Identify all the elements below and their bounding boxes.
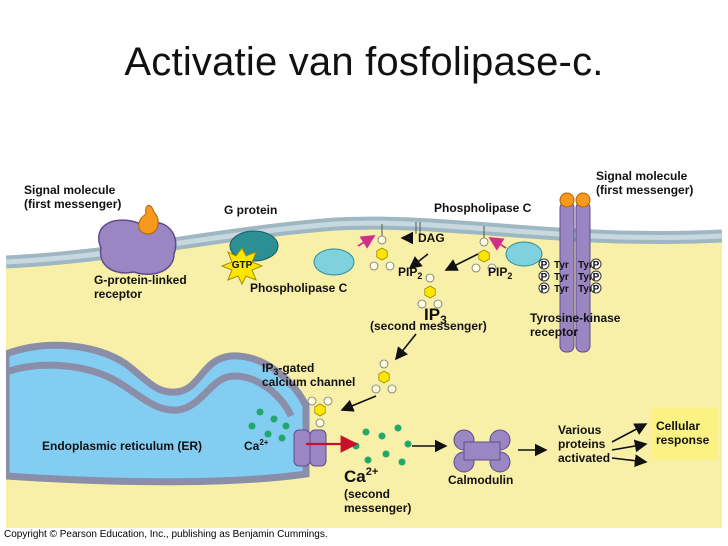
ca-second-label-1: (second <box>344 487 390 501</box>
svg-text:P: P <box>593 284 600 295</box>
various-proteins-label-3: activated <box>558 451 610 465</box>
signal-molecule-left-label: Signal molecule <box>24 183 116 197</box>
svg-text:Tyr: Tyr <box>554 272 569 283</box>
g-protein-receptor-label-2: receptor <box>94 287 142 301</box>
g-protein-label: G protein <box>224 203 277 217</box>
svg-text:Tyr: Tyr <box>578 272 593 283</box>
svg-text:P: P <box>541 260 548 271</box>
cellular-response-label-2: response <box>656 433 710 447</box>
ip3-gated-channel-label: IP3-gated <box>262 361 314 377</box>
various-proteins-label-2: proteins <box>558 437 606 451</box>
copyright-notice: Copyright © Pearson Education, Inc., pub… <box>4 529 328 540</box>
svg-text:Tyr: Tyr <box>554 260 569 271</box>
calmodulin-label: Calmodulin <box>448 473 513 487</box>
tyrosine-kinase-receptor <box>559 192 591 353</box>
signal-molecule-left <box>138 205 159 235</box>
dag-molecule <box>415 222 421 234</box>
calcium-ions-er <box>248 408 290 442</box>
phospholipase-c-activation-diagram: GTP <box>6 144 722 528</box>
svg-text:P: P <box>593 260 600 271</box>
signal-molecule-right-label: Signal molecule <box>596 169 688 183</box>
pip2-right-molecule <box>471 226 497 273</box>
pip2-left-label: PIP2 <box>398 265 422 281</box>
svg-text:P: P <box>541 272 548 283</box>
signal-molecule-right-label-2: (first messenger) <box>596 183 693 197</box>
ip3-gated-calcium-channel <box>293 396 333 467</box>
phospholipase-c-left-label: Phospholipase C <box>250 281 348 295</box>
phospholipase-c-right <box>505 241 543 267</box>
calmodulin <box>453 429 511 473</box>
signal-molecule-left-label-2: (first messenger) <box>24 197 121 211</box>
svg-text:Tyr: Tyr <box>578 284 593 295</box>
svg-text:GTP: GTP <box>232 260 253 271</box>
various-proteins-label: Various <box>558 423 602 437</box>
tyrosine-kinase-label: Tyrosine-kinase <box>530 311 621 325</box>
svg-text:P: P <box>541 284 548 295</box>
pip2-right-label: PIP2 <box>488 265 512 281</box>
g-protein-receptor-label: G-protein-linked <box>94 273 187 287</box>
ca-second-label-2: messenger) <box>344 501 411 515</box>
cellular-response-label: Cellular <box>656 419 700 433</box>
ca-er-label: Ca2+ <box>244 438 269 453</box>
pip2-left-molecule <box>369 224 395 271</box>
er-label: Endoplasmic reticulum (ER) <box>42 439 202 453</box>
svg-text:Tyr: Tyr <box>554 284 569 295</box>
svg-text:Tyr: Tyr <box>578 260 593 271</box>
ip3-gated-channel-label-2: calcium channel <box>262 375 355 389</box>
ca-second-messenger-label: Ca2+ <box>344 466 378 486</box>
slide-title: Activatie van fosfolipase-c. <box>124 40 604 84</box>
tyr-phospho-right: Tyr P Tyr P Tyr P <box>578 258 602 295</box>
gtp-star: GTP <box>220 247 264 286</box>
ip3-second-messenger-label: (second messenger) <box>370 319 487 333</box>
cellular-response-box <box>652 408 718 460</box>
phospholipase-c-left <box>313 248 355 276</box>
g-protein-linked-receptor <box>98 219 177 275</box>
tyr-phospho-left: P Tyr P Tyr P Tyr <box>538 258 569 295</box>
phospholipase-c-right-label: Phospholipase C <box>434 201 532 215</box>
ip3-label: IP3 <box>424 305 447 327</box>
tyrosine-kinase-label-2: receptor <box>530 325 578 339</box>
dag-label: DAG <box>418 231 445 245</box>
svg-text:P: P <box>593 272 600 283</box>
